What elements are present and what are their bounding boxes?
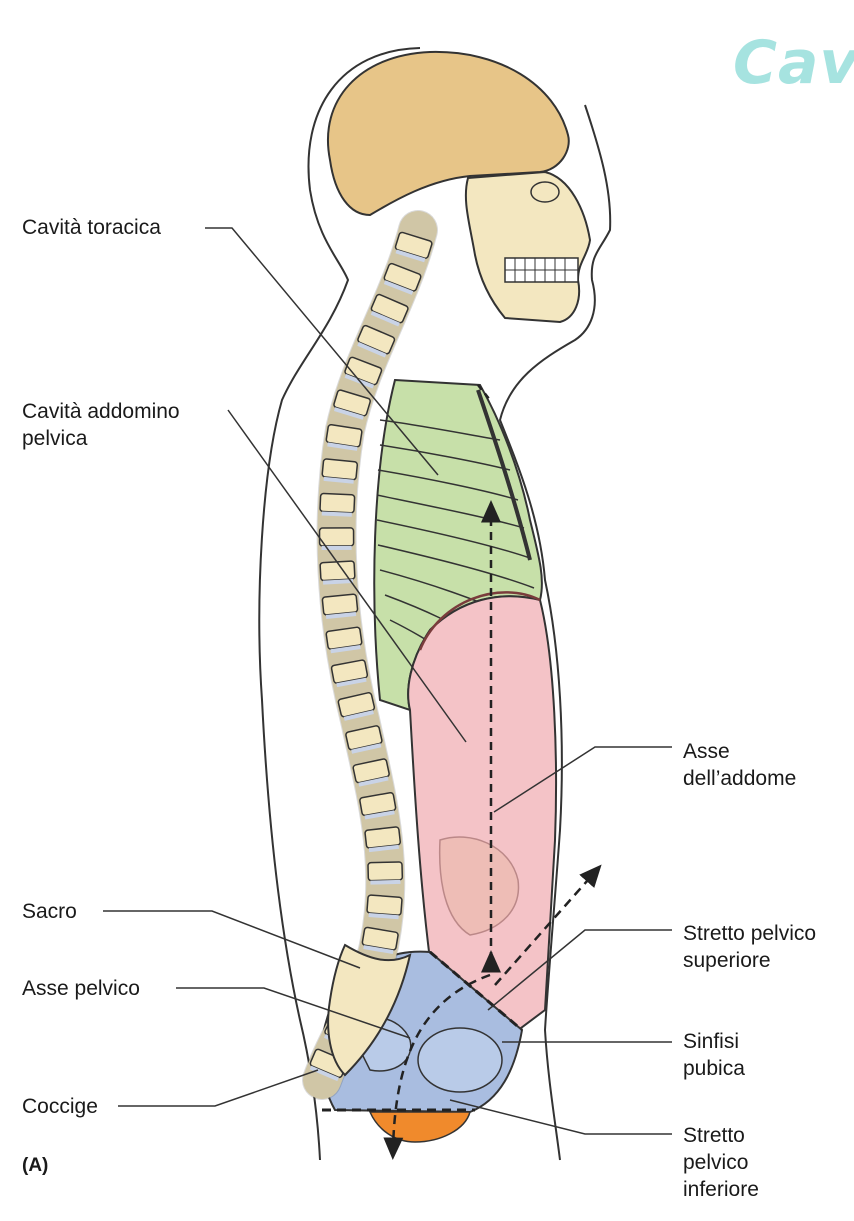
- pelvic-bone: [418, 1028, 502, 1092]
- label-coccige: Coccige: [22, 1093, 98, 1120]
- label-stretto-pelvico-superiore: Stretto pelvico superiore: [683, 920, 816, 974]
- intervertebral-disc: [370, 880, 400, 885]
- vertebra: [320, 528, 354, 546]
- orbit: [531, 182, 559, 202]
- vertebra: [365, 827, 401, 849]
- vertebra: [368, 862, 402, 881]
- figure-letter: (A): [22, 1152, 48, 1179]
- vertebra: [320, 493, 355, 512]
- label-asse-addome: Asse dell’addome: [683, 738, 796, 792]
- label-cavita-toracica: Cavità toracica: [22, 214, 161, 241]
- pelvic-floor: [370, 1112, 470, 1142]
- vertebra: [322, 594, 358, 615]
- label-sinfisi-pubica: Sinfisi pubica: [683, 1028, 745, 1082]
- vertebra: [322, 459, 358, 480]
- label-sacro: Sacro: [22, 898, 77, 925]
- label-asse-pelvico: Asse pelvico: [22, 975, 140, 1002]
- skull-face: [466, 172, 590, 322]
- label-stretto-pelvico-inferiore: Stretto pelvico inferiore: [683, 1122, 759, 1203]
- label-cavita-addomino-pelvica: Cavità addomino pelvica: [22, 398, 180, 452]
- slide-title: Cav: [733, 28, 854, 98]
- vertebra: [367, 895, 402, 916]
